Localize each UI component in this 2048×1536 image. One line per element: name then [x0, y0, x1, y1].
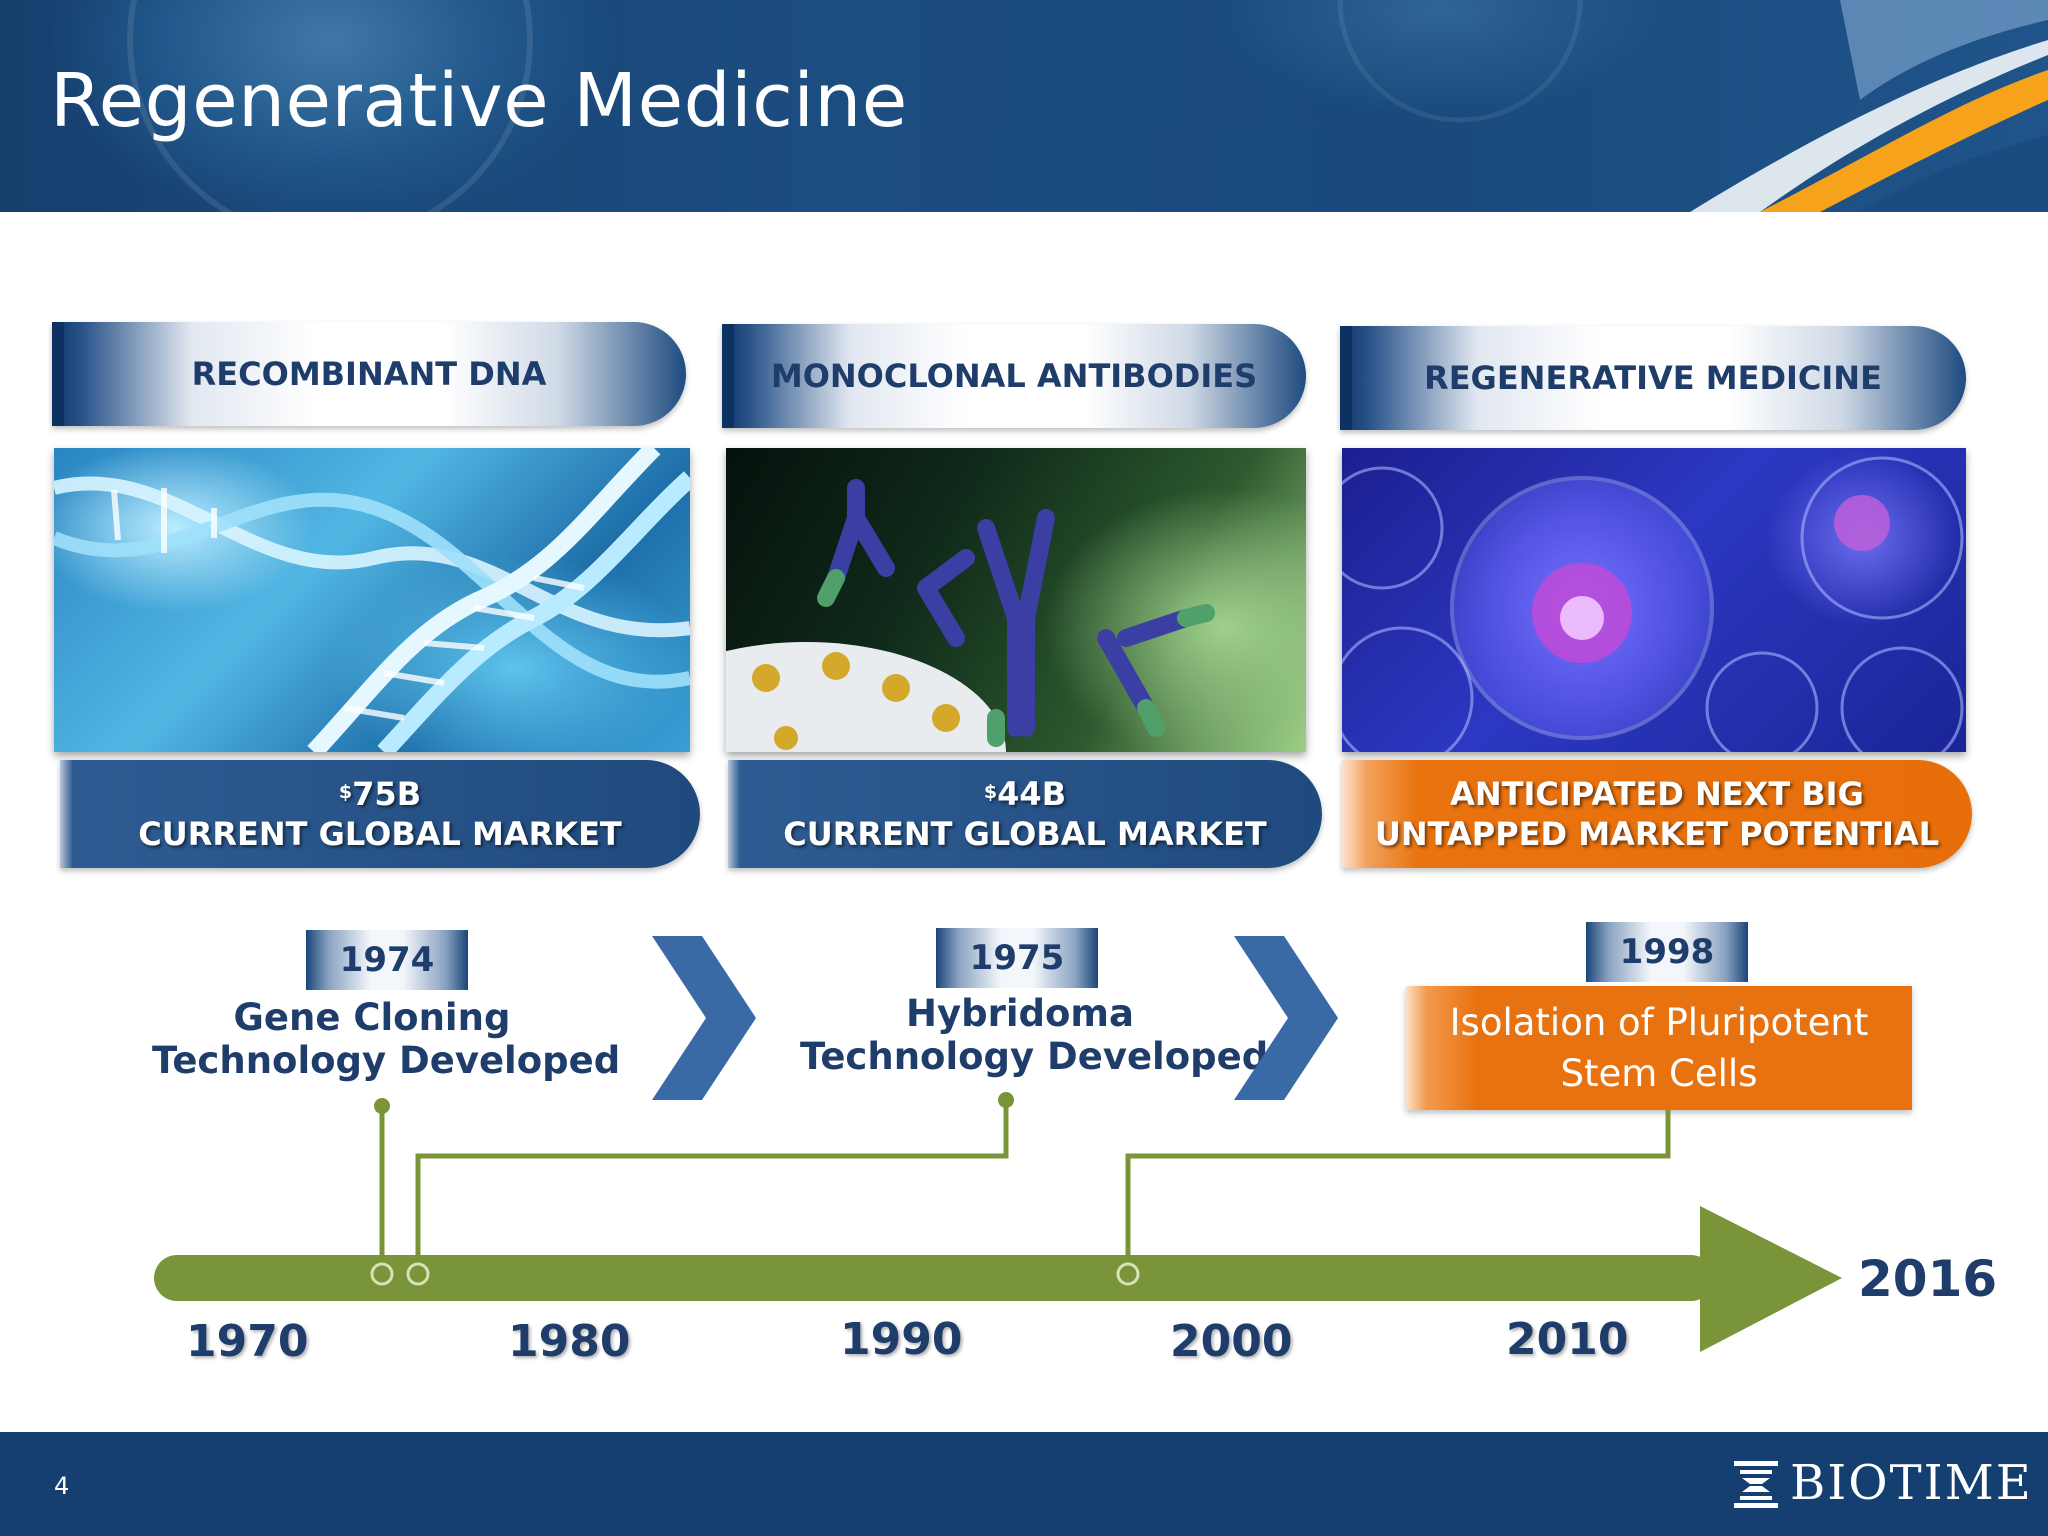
page-title: Regenerative Medicine — [50, 58, 908, 144]
timeline-arrow-shaft — [154, 1255, 1714, 1301]
market-monoclonal-antibodies: $44B CURRENT GLOBAL MARKET — [728, 760, 1322, 868]
event-line1: Gene Cloning — [233, 996, 511, 1039]
year-tag-1998: 1998 — [1586, 922, 1748, 982]
decade-label-1970: 1970 — [186, 1316, 309, 1367]
logo-text: BIOTIME — [1790, 1455, 2033, 1511]
market-value: 75B — [352, 775, 422, 813]
event-line2: Technology Developed — [152, 1039, 621, 1082]
chevron-right-icon-1 — [652, 936, 756, 1100]
banner-regenerative-medicine: REGENERATIVE MEDICINE — [1340, 326, 1966, 430]
event-line1: Hybridoma — [906, 992, 1134, 1035]
biotime-logo: BIOTIME — [1732, 1448, 2033, 1518]
stem-cell-icon — [1342, 456, 1964, 752]
banner-label: RECOMBINANT DNA — [191, 355, 547, 393]
banner-label: MONOCLONAL ANTIBODIES — [770, 357, 1258, 395]
end-year-label: 2016 — [1858, 1250, 1998, 1308]
biotime-logo-icon — [1734, 1461, 1778, 1508]
connector-dot — [998, 1092, 1014, 1108]
decade-label-1980: 1980 — [508, 1316, 631, 1367]
decade-label-2010: 2010 — [1506, 1314, 1629, 1365]
banner-recombinant-dna: RECOMBINANT DNA — [52, 322, 686, 426]
event-line1: Isolation of Pluripotent — [1449, 1001, 1869, 1044]
currency-symbol: $ — [983, 781, 998, 803]
market-regenerative-medicine: ANTICIPATED NEXT BIG UNTAPPED MARKET POT… — [1342, 760, 1972, 868]
chevron-right-icon-2 — [1234, 936, 1338, 1100]
market-label-line2: UNTAPPED MARKET POTENTIAL — [1374, 815, 1940, 853]
market-label: CURRENT GLOBAL MARKET — [138, 815, 622, 853]
header-decoration — [127, 0, 2048, 212]
market-label: CURRENT GLOBAL MARKET — [783, 815, 1267, 853]
market-recombinant-dna: $75B CURRENT GLOBAL MARKET — [60, 760, 700, 868]
market-label-line1: ANTICIPATED NEXT BIG — [1450, 775, 1864, 813]
timeline-graphic — [154, 936, 1842, 1352]
dna-helix-image — [54, 448, 690, 752]
antibody-icon — [726, 479, 1215, 752]
stem-cell-image — [1342, 448, 1966, 752]
timeline-marker-1974 — [370, 1262, 394, 1286]
event-gene-cloning: Gene Cloning Technology Developed — [152, 996, 621, 1082]
timeline-arrow-head — [1700, 1206, 1842, 1352]
antibodies-image — [726, 448, 1306, 752]
banner-label: REGENERATIVE MEDICINE — [1424, 359, 1882, 397]
timeline-marker-1975 — [406, 1262, 430, 1286]
decade-label-1990: 1990 — [840, 1314, 963, 1365]
dna-helix-icon — [54, 448, 690, 752]
currency-symbol: $ — [338, 781, 353, 803]
timeline-marker-1998 — [1116, 1262, 1140, 1286]
event-line2: Stem Cells — [1560, 1052, 1758, 1095]
page-number: 4 — [54, 1472, 70, 1500]
year-tag-1974: 1974 — [306, 930, 468, 990]
connector-dot — [374, 1098, 390, 1114]
event-line2: Technology Developed — [800, 1035, 1269, 1078]
market-value: 44B — [997, 775, 1067, 813]
banner-monoclonal-antibodies: MONOCLONAL ANTIBODIES — [722, 324, 1306, 428]
header-banner: Regenerative Medicine — [0, 0, 2048, 212]
footer-bar — [0, 1432, 2048, 1536]
event-hybridoma: Hybridoma Technology Developed — [800, 992, 1269, 1078]
decade-label-2000: 2000 — [1170, 1316, 1293, 1367]
event-pluripotent-stem-cells: Isolation of Pluripotent Stem Cells — [1406, 986, 1912, 1110]
year-tag-1975: 1975 — [936, 928, 1098, 988]
